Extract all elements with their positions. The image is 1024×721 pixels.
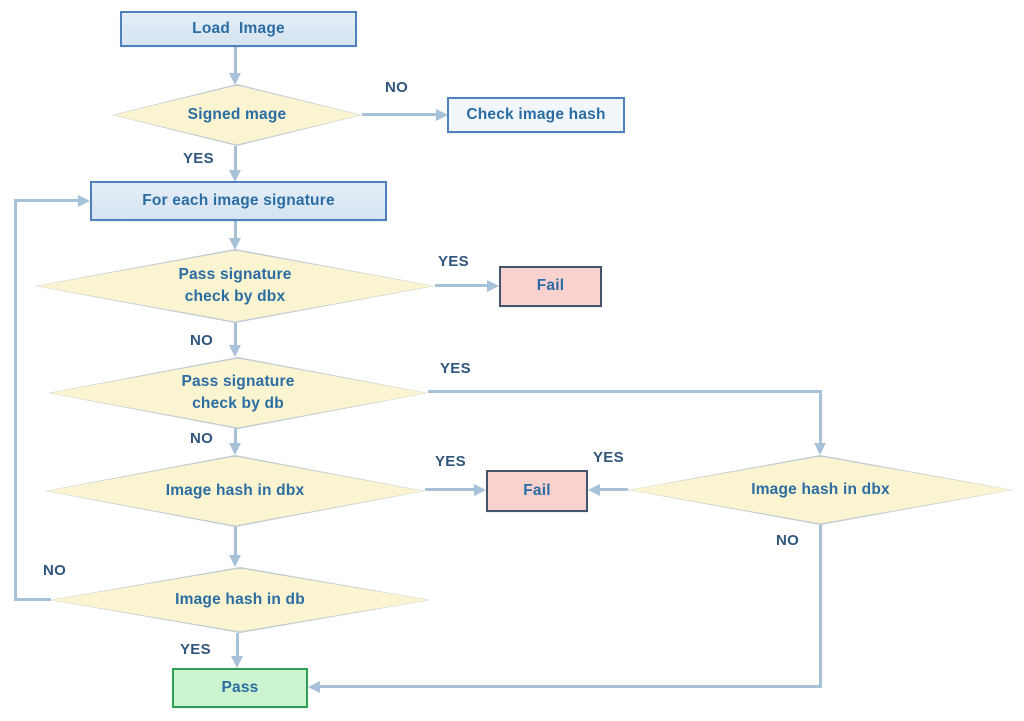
arrowhead-foreach-to-dbx (229, 238, 241, 250)
node-fail-top: Fail (499, 266, 602, 307)
node-check-image-hash: Check image hash (447, 97, 625, 133)
branch-label-hashdbx-right-no: NO (776, 532, 800, 549)
arrowhead-loop-to-foreach (78, 195, 90, 207)
connector-dbx-to-fail (435, 284, 488, 287)
node-fail-top-label: Fail (536, 277, 565, 295)
node-load-image: Load Image (120, 11, 357, 47)
node-pass-label: Pass (221, 678, 259, 696)
branch-label-signed-no: NO (385, 79, 409, 96)
connector-loop-vertical (14, 199, 17, 601)
arrowhead-right-diamond-to-fail (588, 484, 600, 496)
branch-label-signed-yes: YES (183, 150, 214, 167)
node-pass-sig-db-label: Pass signature check by db (181, 372, 295, 412)
connector-hashdbx-to-fail (425, 488, 475, 491)
arrowhead-signed-to-foreach (229, 170, 241, 182)
node-pass-sig-db: Pass signature check by db (48, 357, 428, 429)
node-check-image-hash-label: Check image hash (466, 105, 606, 123)
arrowhead-dbx-to-db (229, 345, 241, 357)
node-image-hash-dbx-left: Image hash in dbx (45, 455, 425, 527)
connector-db-to-hashdbx (234, 428, 237, 444)
connector-hashdbx-to-hashdb (234, 527, 237, 556)
arrowhead-load-to-signed (229, 73, 241, 85)
node-pass-sig-dbx: Pass signature check by dbx (35, 249, 435, 323)
connector-right-no-vertical (819, 524, 822, 687)
arrowhead-signed-to-check (436, 109, 448, 121)
node-image-hash-dbx-left-label: Image hash in dbx (165, 481, 305, 499)
node-load-image-label: Load Image (192, 19, 285, 37)
node-fail-mid-label: Fail (523, 481, 551, 499)
arrowhead-hashdbx-to-hashdb (229, 555, 241, 567)
node-for-each-signature-label: For each image signature (142, 191, 335, 209)
connector-db-yes-horizontal (428, 390, 822, 393)
connector-loop-bottom (15, 598, 51, 601)
node-image-hash-dbx-right-label: Image hash in dbx (751, 480, 890, 498)
connector-signed-to-foreach (234, 146, 237, 171)
node-image-hash-db-label: Image hash in db (175, 590, 305, 608)
node-image-hash-db: Image hash in db (50, 567, 430, 633)
node-for-each-signature: For each image signature (90, 181, 387, 221)
arrowhead-db-to-hashdbx (229, 443, 241, 455)
connector-loop-top (14, 199, 78, 202)
connector-db-yes-vertical (819, 390, 822, 444)
branch-label-hashdb-yes: YES (180, 641, 211, 658)
branch-label-db-no: NO (190, 430, 214, 447)
connector-right-no-horizontal (320, 685, 822, 688)
branch-label-db-yes: YES (440, 360, 471, 377)
branch-label-hashdbx-left-yes: YES (435, 453, 466, 470)
connector-signed-to-check (362, 113, 438, 116)
connector-right-diamond-to-fail (600, 488, 628, 491)
branch-label-dbx-yes: YES (438, 253, 469, 270)
node-pass-sig-dbx-label: Pass signature check by dbx (178, 265, 292, 305)
arrowhead-right-no-to-pass (308, 681, 320, 693)
connector-hashdb-to-pass (236, 633, 239, 657)
node-pass: Pass (172, 668, 308, 708)
arrowhead-db-yes-to-right-diamond (814, 443, 826, 455)
connector-foreach-to-dbx (234, 221, 237, 239)
arrowhead-hashdb-to-pass (231, 656, 243, 668)
branch-label-hashdb-no: NO (43, 562, 67, 579)
connector-load-to-signed (234, 47, 237, 74)
branch-label-hashdbx-right-yes: YES (593, 449, 624, 466)
branch-label-dbx-no: NO (190, 332, 214, 349)
node-signed-image-label: Signed mage (187, 105, 287, 123)
node-signed-image: Signed mage (112, 84, 362, 146)
node-image-hash-dbx-right: Image hash in dbx (628, 455, 1013, 525)
arrowhead-dbx-to-fail (487, 280, 499, 292)
connector-dbx-to-db (234, 323, 237, 346)
node-fail-mid: Fail (486, 470, 588, 512)
arrowhead-hashdbx-to-fail (474, 484, 486, 496)
